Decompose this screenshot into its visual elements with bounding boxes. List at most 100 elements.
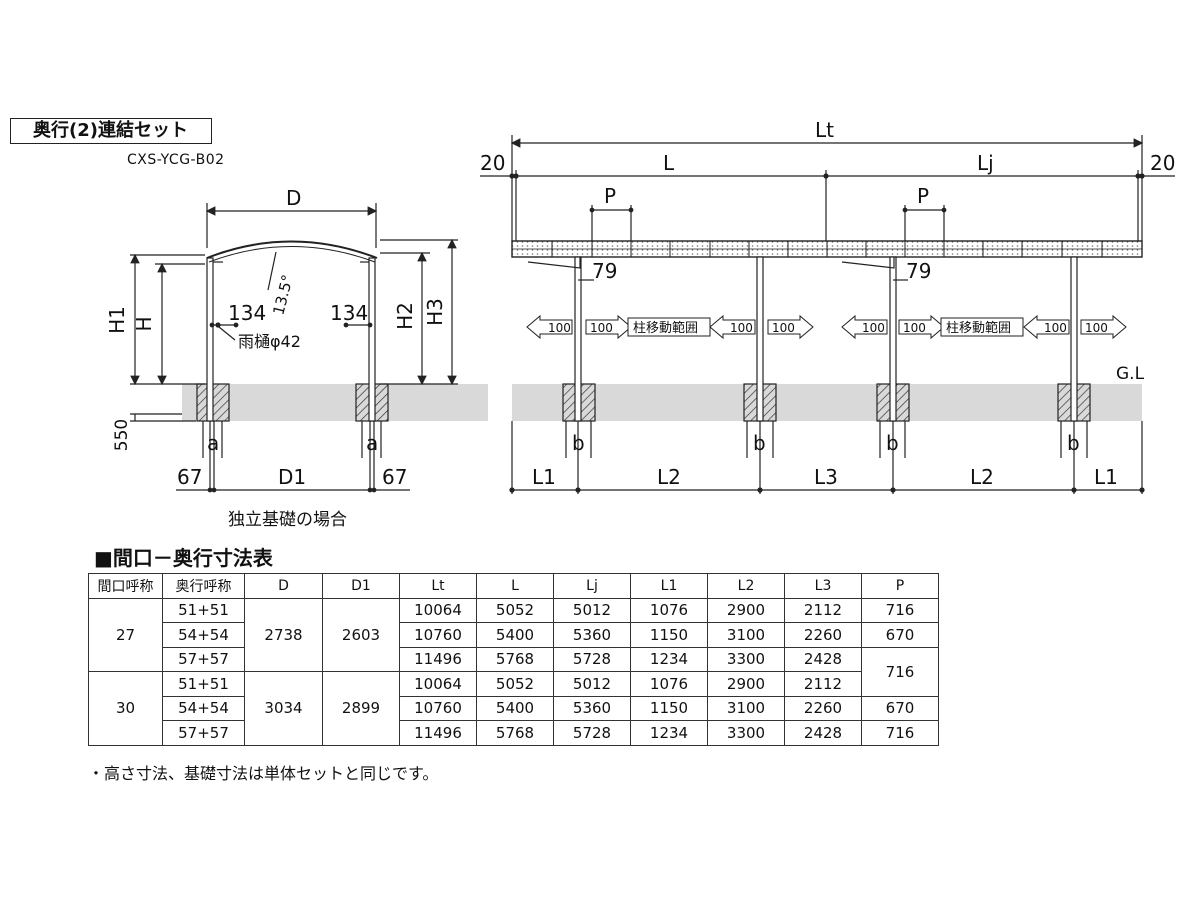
side-post-4 [1070,256,1078,422]
side-view [480,135,1175,494]
label-b-1: b [572,431,585,455]
P-cell: 716 [861,597,939,623]
label-Lt: Lt [815,118,834,142]
P-cell: 716 [861,720,939,746]
Lj-cell: 5728 [553,646,631,672]
front-post-right [368,257,376,422]
width-cell: 30 [88,671,163,746]
depth-cell: 57+57 [162,720,245,746]
label-L: L [663,151,675,175]
header-cell: Lj [553,573,631,599]
L1-cell: 1076 [630,597,708,623]
L1-cell: 1150 [630,622,708,648]
side-ground [512,384,1142,421]
L2-cell: 3100 [707,695,785,721]
D1-cell: 2603 [322,597,400,672]
L3-cell: 2260 [784,622,862,648]
header-cell: L1 [630,573,708,599]
label-b-4: b [1067,431,1080,455]
label-P-left: P [604,184,616,208]
table-row: 54+54 10760 5400 5360 1150 3100 2260 670 [89,622,939,648]
front-roof-arch [206,240,378,259]
label-b-3: b [886,431,899,455]
footnote: ・高さ寸法、基礎寸法は単体セットと同じです。 [88,764,439,783]
label-span-L2-right: L2 [970,465,994,489]
Lj-cell: 5012 [553,671,631,697]
label-depth: 550 [112,419,132,451]
set-title-box: 奥行(2)連結セット [10,118,212,144]
label-gutter: 雨樋φ42 [238,332,301,351]
header-cell: Lt [399,573,477,599]
label-a-left: a [207,431,219,455]
label-span-L1-right: L1 [1094,465,1118,489]
L1-cell: 1234 [630,646,708,672]
side-post-1 [574,256,582,422]
label-P-right: P [917,184,929,208]
move-range-label-right: 柱移動範囲 [946,321,1011,336]
depth-cell: 54+54 [162,622,245,648]
header-cell: 奥行呼称 [162,573,245,599]
depth-cell: 57+57 [162,646,245,672]
label-H: H [132,316,156,331]
Lt-cell: 10064 [399,597,477,623]
P-cell: 670 [861,695,939,721]
label-angle: 13.5° [269,273,296,317]
model-code: CXS-YCG-B02 [127,152,225,168]
L-cell: 5768 [476,720,554,746]
label-gutter-offset-left: 79 [592,259,617,283]
L3-cell: 2428 [784,720,862,746]
label-ground-line: G.L [1116,364,1145,384]
move-left-3: 100 [730,321,753,335]
table-header-row: 間口呼称 奥行呼称 D D1 Lt L Lj L1 L2 L3 P [88,573,939,599]
move-range-left [526,314,814,340]
table-row: 57+57 11496 5768 5728 1234 3300 2428 716 [89,720,939,746]
move-right-2: 100 [903,321,926,335]
depth-cell: 51+51 [162,671,245,697]
label-span-L2-left: L2 [657,465,681,489]
label-D: D [286,186,301,210]
label-gutter-offset-right: 79 [906,259,931,283]
move-right-3: 100 [1044,321,1067,335]
depth-cell: 54+54 [162,695,245,721]
side-post-3 [889,256,897,422]
header-cell: D [244,573,323,599]
label-H3: H3 [423,298,447,326]
Lj-cell: 5360 [553,622,631,648]
Lt-cell: 10760 [399,695,477,721]
L3-cell: 2112 [784,671,862,697]
header-cell: D1 [322,573,400,599]
front-post-left [206,257,214,422]
dimension-table: 間口呼称 奥行呼称 D D1 Lt L Lj L1 L2 L3 P 27 51+… [88,573,939,746]
label-b-2: b [753,431,766,455]
L2-cell: 3100 [707,622,785,648]
L1-cell: 1076 [630,671,708,697]
L2-cell: 2900 [707,671,785,697]
table-row: 30 51+51 3034 2899 10064 5052 5012 1076 … [88,671,939,746]
label-side-edge-right: 20 [1150,151,1175,175]
L1-cell: 1234 [630,720,708,746]
table-row: 57+57 11496 5768 5728 1234 3300 2428 716 [89,646,939,697]
Lj-cell: 5360 [553,695,631,721]
label-side-edge-left: 20 [480,151,505,175]
label-span-L1-left: L1 [532,465,556,489]
side-post-2 [756,256,764,422]
depth-cell: 51+51 [162,597,245,623]
Lt-cell: 10760 [399,622,477,648]
L2-cell: 3300 [707,646,785,672]
P-cell: 670 [861,622,939,648]
header-cell: 間口呼称 [88,573,163,599]
foundation-caption: 独立基礎の場合 [228,510,347,530]
D-cell: 3034 [244,671,323,746]
Lj-cell: 5012 [553,597,631,623]
Lt-cell: 10064 [399,671,477,697]
label-H1: H1 [105,306,129,334]
label-edge-left: 67 [177,465,202,489]
width-cell: 27 [88,597,163,672]
L-cell: 5052 [476,671,554,697]
L-cell: 5400 [476,695,554,721]
label-Lj: Lj [977,151,994,175]
move-left-4: 100 [772,321,795,335]
label-a-right: a [366,431,378,455]
